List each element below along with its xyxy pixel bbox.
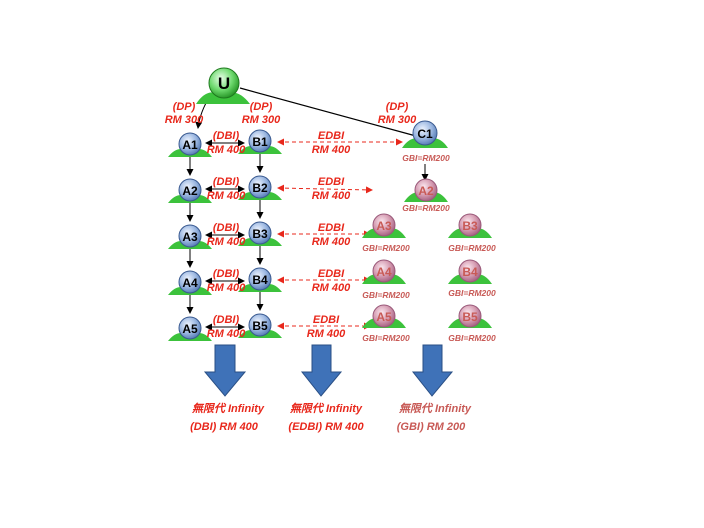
node-b4-label: B4 [252,273,268,287]
node-b4: B4 [238,267,282,292]
edbi-label-1: EDBI [318,130,345,142]
rm300-label-c: RM 300 [378,114,417,126]
node-a3-label: A3 [182,230,198,244]
down-arrow-3 [411,344,454,397]
gbi-labels: GBI=RM200 GBI=RM200 GBI=RM200 GBI=RM200 … [362,153,496,343]
dp-label-a: (DP) [173,101,196,113]
dbi-label-4: (DBI) [213,268,240,280]
down-arrow-2 [300,344,343,397]
edbi-label-5: EDBI [313,314,340,326]
gbi-label-a5: GBI=RM200 [362,333,410,343]
node-b3: B3 [238,221,282,246]
node-b5-label: B5 [252,319,268,333]
infinity-label-3: 無限代 Infinity [398,402,472,415]
dp-label-c: (DP) [386,101,409,113]
rm300-label-a: RM 300 [165,114,204,126]
gbi-total-label: (GBI) RM 200 [397,421,466,433]
dbi-rm400-label-3: RM 400 [207,236,246,248]
bottom-labels: 無限代 Infinity (DBI) RM 400 無限代 Infinity (… [190,402,472,433]
edbi-rm400-label-4: RM 400 [312,282,351,294]
dbi-rm400-label-1: RM 400 [207,144,246,156]
dbi-total-label: (DBI) RM 400 [190,421,259,433]
node-a3: A3 [168,224,212,249]
connectors [186,87,429,331]
node-col3-a3: A3 [362,213,406,238]
infinity-label-2: 無限代 Infinity [289,402,363,415]
rm300-label-b: RM 300 [242,114,281,126]
b2-edbi-arrow [277,184,373,194]
node-a2-label: A2 [182,184,198,198]
gbi-label-a3: GBI=RM200 [362,243,410,253]
edbi-rm400-label-5: RM 400 [307,328,346,340]
node-col4-b5: B5 [448,304,492,328]
node-b1: B1 [238,129,282,154]
node-a4: A4 [168,270,212,295]
node-c1: C1 [402,120,448,148]
node-col3-a2: A2 [404,178,448,202]
labels: (DP) RM 300 (DP) RM 300 (DP) RM 300 (DBI… [165,101,417,340]
node-b3-label: B3 [252,227,268,241]
u-to-c1-line [239,87,417,137]
dp-label-b: (DP) [250,101,273,113]
down-arrow-1 [203,344,247,397]
node-u-label: U [218,74,230,93]
node-a2: A2 [168,178,212,203]
gbi-label-c1: GBI=RM200 [402,153,450,163]
node-col3-a4: A4 [362,259,406,284]
node-b1-label: B1 [252,135,268,149]
node-c1-label: C1 [417,127,433,141]
dbi-label-5: (DBI) [213,314,240,326]
node-a5-label: A5 [182,322,198,336]
gbi-label-a2: GBI=RM200 [402,203,450,213]
node-a1: A1 [168,132,212,157]
node-a5: A5 [168,316,212,341]
node-col3-a2-label: A2 [418,184,434,198]
node-u: U [196,67,250,104]
gbi-label-b4: GBI=RM200 [448,288,496,298]
node-a4-label: A4 [182,276,198,290]
node-col3-a5-label: A5 [376,310,392,324]
node-b2-label: B2 [252,181,268,195]
edbi-rm400-label-2: RM 400 [312,190,351,202]
edbi-rm400-label-1: RM 400 [312,144,351,156]
edbi-label-4: EDBI [318,268,345,280]
dbi-rm400-label-5: RM 400 [207,328,246,340]
edbi-label-3: EDBI [318,222,345,234]
dbi-rm400-label-4: RM 400 [207,282,246,294]
dbi-rm400-label-2: RM 400 [207,190,246,202]
node-b2: B2 [238,175,282,200]
node-col4-b4: B4 [448,259,492,284]
node-col4-b5-label: B5 [462,310,478,324]
node-a1-label: A1 [182,138,198,152]
edbi-total-label: (EDBI) RM 400 [288,421,364,433]
node-col4-b3-label: B3 [462,219,478,233]
gbi-label-b5: GBI=RM200 [448,333,496,343]
node-col3-a3-label: A3 [376,219,392,233]
big-arrows [203,344,454,397]
dbi-label-2: (DBI) [213,176,240,188]
node-b5: B5 [238,313,282,338]
node-col3-a5: A5 [362,304,406,328]
edbi-label-2: EDBI [318,176,345,188]
dbi-label-1: (DBI) [213,130,240,142]
node-col4-b3: B3 [448,213,492,238]
node-col3-a4-label: A4 [376,265,392,279]
gbi-label-b3: GBI=RM200 [448,243,496,253]
infinity-label-1: 無限代 Infinity [191,402,265,415]
gbi-label-a4: GBI=RM200 [362,290,410,300]
edbi-rm400-label-3: RM 400 [312,236,351,248]
node-col4-b4-label: B4 [462,265,478,279]
dbi-label-3: (DBI) [213,222,240,234]
